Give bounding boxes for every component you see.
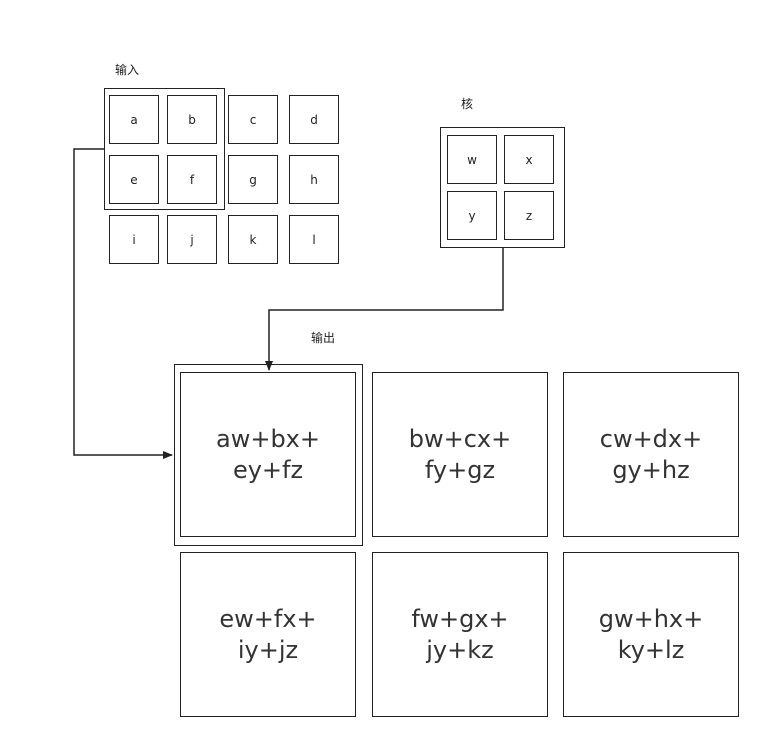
output-cell-highlight — [174, 364, 363, 546]
input-cell-a: a — [109, 95, 159, 144]
input-window-highlight — [104, 88, 225, 210]
output-cell-1: aw+bx+ ey+fz — [180, 372, 356, 537]
output-label: 输出 — [311, 331, 336, 345]
input-to-output-arrow — [73, 148, 173, 459]
input-cell-b: b — [167, 95, 217, 144]
output-cell-6: gw+hx+ ky+lz — [563, 552, 739, 717]
kernel-cell-z: z — [504, 191, 554, 240]
input-cell-h: h — [289, 155, 339, 204]
input-cell-e: e — [109, 155, 159, 204]
output-cell-2: bw+cx+ fy+gz — [372, 372, 548, 537]
kernel-cell-y: y — [447, 191, 497, 240]
input-cell-g: g — [228, 155, 278, 204]
input-cell-j: j — [167, 215, 217, 264]
input-cell-d: d — [289, 95, 339, 144]
kernel-cell-w: w — [447, 135, 497, 184]
input-label: 输入 — [115, 63, 140, 77]
input-cell-i: i — [109, 215, 159, 264]
kernel-frame — [440, 127, 565, 248]
kernel-to-output-arrow — [265, 248, 504, 371]
input-cell-k: k — [228, 215, 278, 264]
output-cell-5: fw+gx+ jy+kz — [372, 552, 548, 717]
input-cell-f: f — [167, 155, 217, 204]
kernel-label: 核 — [461, 97, 474, 111]
output-cell-4: ew+fx+ iy+jz — [180, 552, 356, 717]
input-cell-l: l — [289, 215, 339, 264]
input-cell-c: c — [228, 95, 278, 144]
output-cell-3: cw+dx+ gy+hz — [563, 372, 739, 537]
kernel-cell-x: x — [504, 135, 554, 184]
